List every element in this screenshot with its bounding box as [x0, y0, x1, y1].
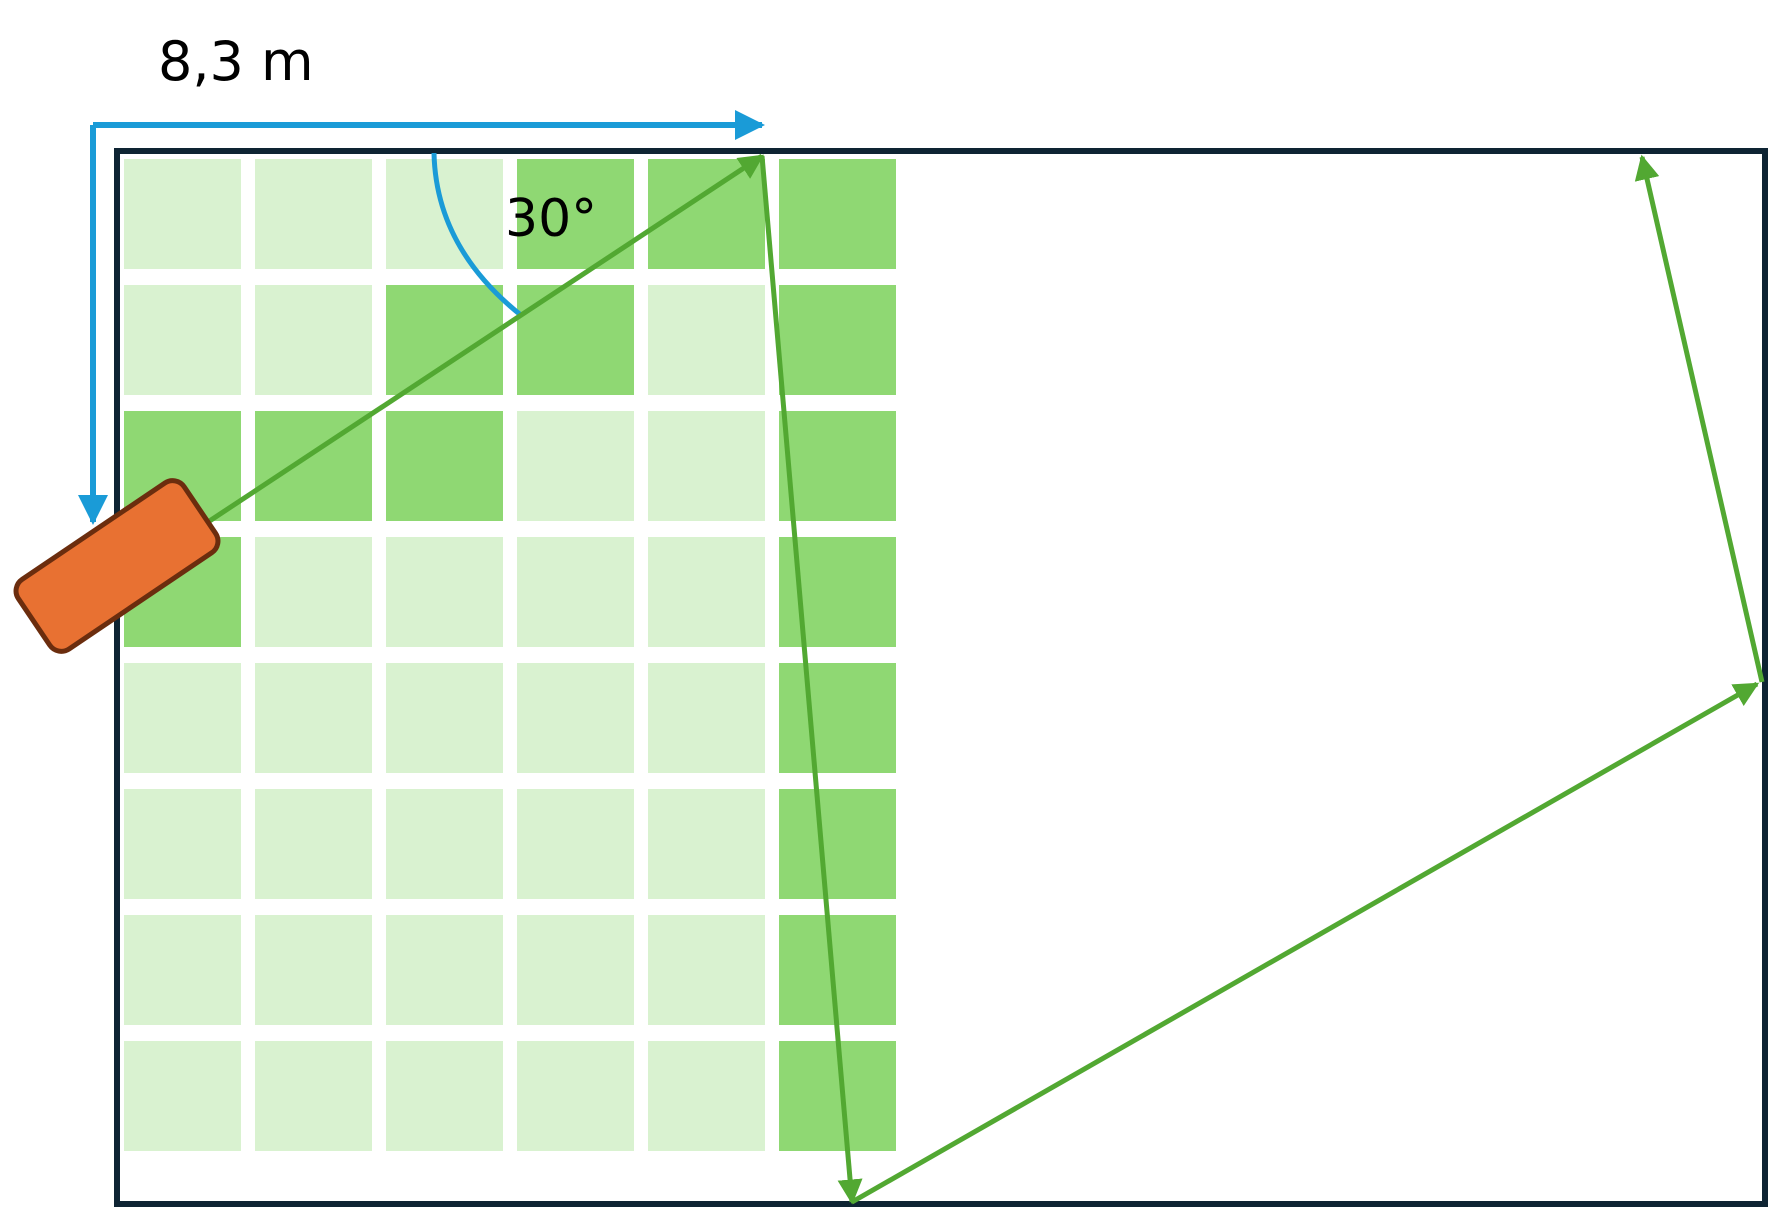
- lawn-tile-r8-c1: [124, 1041, 241, 1151]
- lawn-tile-r8-c3: [386, 1041, 503, 1151]
- lawn-tile-r3-c5: [648, 411, 765, 521]
- lawn-tile-r7-c2: [255, 915, 372, 1025]
- lawn-tile-r6-c5: [648, 789, 765, 899]
- lawn-tile-r4-c2: [255, 537, 372, 647]
- lawn-tile-r5-c3: [386, 663, 503, 773]
- lawn-tile-r3-c4: [517, 411, 634, 521]
- lawn-tile-r5-c5: [648, 663, 765, 773]
- distance-measure: [78, 110, 765, 525]
- path-segment-1: [206, 153, 765, 525]
- lawn-tile-r8-c4: [517, 1041, 634, 1151]
- path-segment-4: [1634, 154, 1765, 683]
- lawn-tile-r5-c2: [255, 663, 372, 773]
- lawn-tile-r8-c5: [648, 1041, 765, 1151]
- angle-arc: [431, 152, 524, 318]
- lawn-tile-r6-c2: [255, 789, 372, 899]
- angle-label: 30°: [505, 189, 597, 249]
- mowed-lawn-tiles: [124, 159, 896, 1151]
- lawn-tile-r3-c3: [386, 411, 503, 521]
- lawn-boundary: [114, 148, 1768, 1207]
- lawn-tile-r6-c3: [386, 789, 503, 899]
- lawn-tile-r8-c2: [255, 1041, 372, 1151]
- lawn-tile-r2-c1: [124, 285, 241, 395]
- lawn-tile-r2-c2: [255, 285, 372, 395]
- lawn-tile-r1-c2: [255, 159, 372, 269]
- lawn-tile-r2-c5: [648, 285, 765, 395]
- path-segment-3: [850, 681, 1760, 1205]
- lawn-tile-r6-c4: [517, 789, 634, 899]
- distance-label: 8,3 m: [158, 30, 314, 93]
- lawn-tile-r7-c4: [517, 915, 634, 1025]
- path-segment-2: [759, 155, 863, 1205]
- lawn-tile-r1-c1: [124, 159, 241, 269]
- lawn-tile-r2-c6: [779, 285, 896, 395]
- lawn-tile-r7-c3: [386, 915, 503, 1025]
- lawn-tile-r5-c6: [779, 663, 896, 773]
- lawn-tile-r6-c1: [124, 789, 241, 899]
- lawn-tile-r4-c5: [648, 537, 765, 647]
- lawn-tile-r1-c5: [648, 159, 765, 269]
- lawn-tile-r7-c5: [648, 915, 765, 1025]
- lawn-tile-r3-c6: [779, 411, 896, 521]
- robot-mower-body: [13, 478, 221, 654]
- mower-path: [206, 153, 1765, 1205]
- lawn-tile-r5-c4: [517, 663, 634, 773]
- lawn-tile-r2-c4: [517, 285, 634, 395]
- robot-mower: [13, 478, 221, 654]
- lawn-tile-r5-c1: [124, 663, 241, 773]
- lawn-tile-r4-c4: [517, 537, 634, 647]
- lawn-tile-r6-c6: [779, 789, 896, 899]
- lawn-tile-r4-c3: [386, 537, 503, 647]
- lawn-tile-r1-c6: [779, 159, 896, 269]
- lawn-tile-r7-c1: [124, 915, 241, 1025]
